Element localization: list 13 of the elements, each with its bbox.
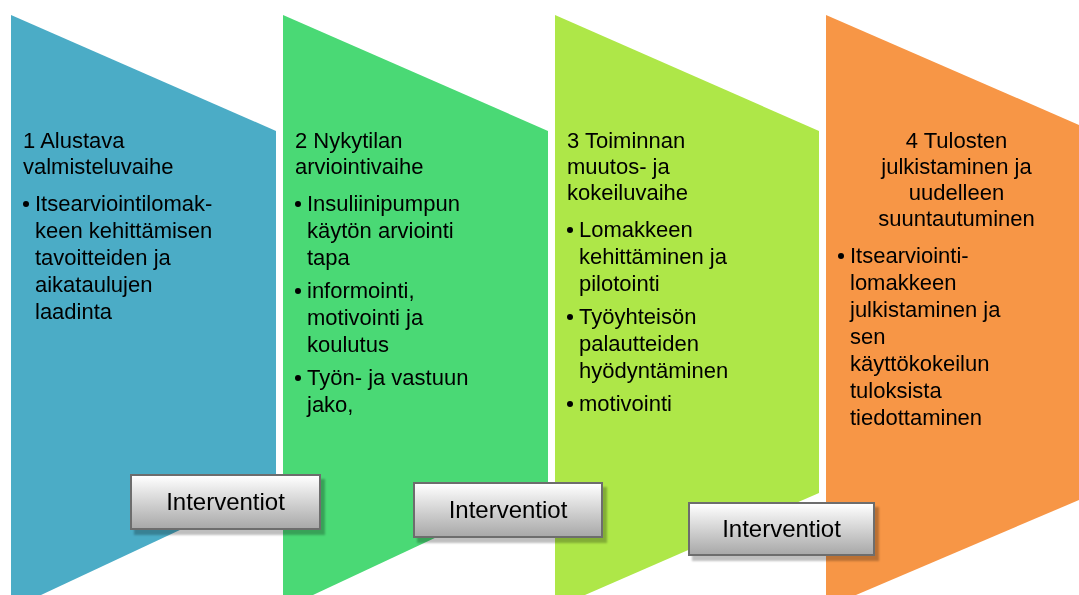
- bullet-text: informointi, motivointi ja koulutus: [307, 277, 425, 358]
- phase-heading: 4 Tulosten julkistaminen ja uudelleen suuntautuminen: [877, 128, 1036, 232]
- intervention-box: Interventiot: [413, 482, 603, 538]
- bullet-text: Lomakkeen kehittäminen ja pilotointi: [579, 216, 728, 297]
- intervention-box: Interventiot: [688, 502, 875, 556]
- phase-heading: 3 Toiminnan muutos- ja kokeiluvaihe: [567, 128, 690, 206]
- bullet-text: Työn- ja vastuun jako,: [307, 364, 470, 418]
- bullet-text: Itsearviointilomak- keen kehittämisen tavoitteiden ja aikataulujen laadinta: [35, 190, 214, 325]
- bullet-text: motivointi: [579, 390, 673, 417]
- intervention-box: Interventiot: [130, 474, 321, 530]
- bullet-text: Itsearviointi- lomakkeen julkistaminen ja sen käyttökokeilun tuloksista tiedottaminen: [850, 242, 1002, 431]
- phase-heading: 1 Alustava valmisteluvaihe: [23, 128, 175, 180]
- phase-heading: 2 Nykytilan arviointivaihe: [295, 128, 425, 180]
